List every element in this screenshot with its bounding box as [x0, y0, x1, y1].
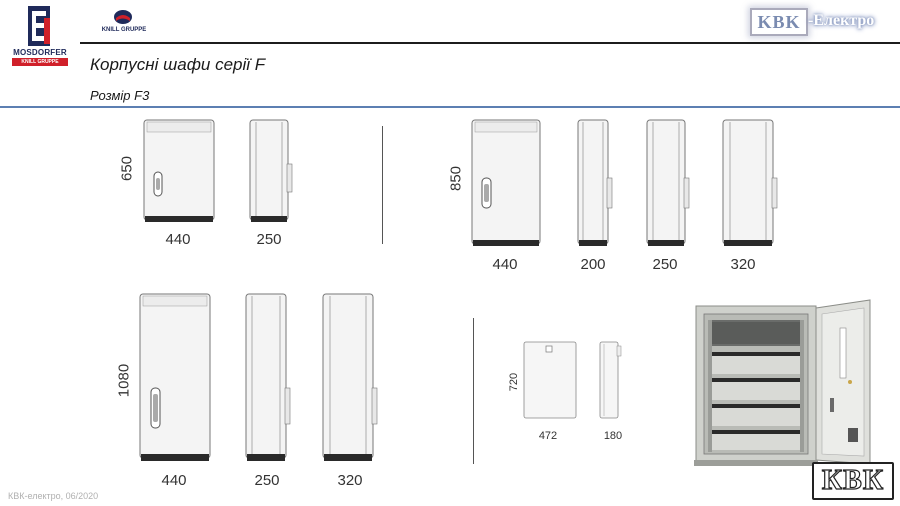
cabinet-720-side-view	[599, 341, 622, 419]
cabinet-720-front-view	[523, 341, 577, 419]
kbk-electro-brand: KBK -Електро	[750, 6, 900, 38]
open-cabinet-photo	[694, 299, 871, 466]
mosdorfer-elsta-logo: MOSDORFER KNILL GRUPPE	[8, 6, 72, 68]
cabinet-850-front-view	[471, 119, 541, 246]
cabinet-850-side-view-200	[577, 119, 613, 246]
cabinet-720-drawings	[523, 341, 622, 419]
cabinet-650-front-view	[143, 119, 215, 222]
g2-width-320-label: 320	[730, 256, 756, 273]
kbk-brand-rest: -Електро	[808, 12, 875, 29]
knill-gruppe-logo-text: KNILL GRUPPE	[101, 27, 147, 33]
g4-width-side-label: 180	[603, 430, 623, 442]
g2-width-front-label: 440	[492, 256, 518, 273]
elsta-e-logo-icon	[28, 6, 50, 46]
g1-width-front-label: 440	[165, 231, 191, 248]
page-title: Корпусні шафи серії F	[90, 55, 266, 74]
g3-width-front-label: 440	[161, 472, 187, 489]
header-divider	[80, 42, 900, 44]
cabinet-1080-drawings	[139, 293, 378, 461]
g3-height-label: 1080	[115, 363, 133, 398]
kbk-footer-logo-text: КВК	[821, 464, 885, 496]
g3-width-320-label: 320	[337, 472, 363, 489]
section-divider-top	[382, 126, 383, 244]
cabinet-850-side-view-250	[646, 119, 690, 246]
kbk-brand-box: KBK	[750, 8, 808, 36]
section-divider-bottom	[473, 318, 474, 464]
g1-height-label: 650	[118, 155, 136, 182]
cabinet-650-side-view	[249, 119, 293, 222]
g3-width-250-label: 250	[254, 472, 280, 489]
g4-height-label: 720	[508, 372, 520, 392]
g4-width-front-label: 472	[538, 430, 558, 442]
footer-copyright: КВК-електро, 06/2020	[8, 491, 99, 501]
cabinet-850-side-view-320	[722, 119, 778, 246]
mosdorfer-logo-text: MOSDORFER	[13, 48, 67, 57]
cabinet-1080-front-view	[139, 293, 211, 461]
kbk-footer-logo: КВК	[812, 462, 894, 500]
header-accent-rule	[0, 106, 900, 108]
cabinet-650-drawings	[143, 119, 293, 222]
g2-height-label: 850	[447, 165, 465, 192]
cabinet-850-drawings	[471, 119, 778, 246]
page-subtitle: Розмір F3	[90, 88, 150, 103]
cabinet-1080-side-view-320	[322, 293, 378, 461]
knill-gruppe-mark-icon	[114, 10, 132, 24]
g1-width-side-label: 250	[256, 231, 282, 248]
g2-width-250-label: 250	[652, 256, 678, 273]
g2-width-200-label: 200	[580, 256, 606, 273]
knill-gruppe-band: KNILL GRUPPE	[12, 58, 68, 66]
cabinet-1080-side-view-250	[245, 293, 291, 461]
knill-gruppe-logo: KNILL GRUPPE	[100, 10, 148, 40]
